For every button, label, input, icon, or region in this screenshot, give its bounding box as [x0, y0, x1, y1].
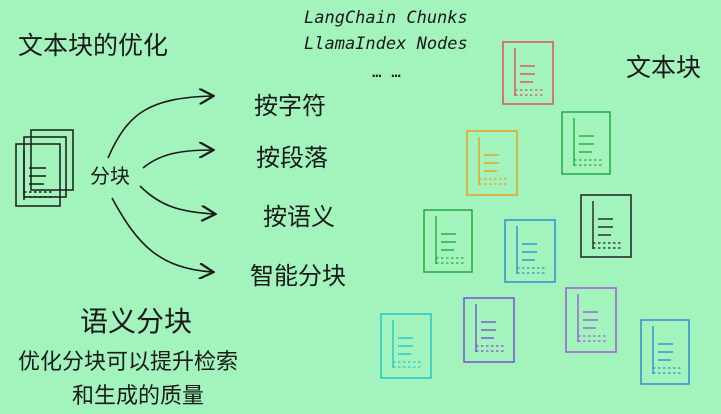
chunk-icon-blue-2 — [640, 319, 690, 385]
framework-langchain: LangChain Chunks — [304, 8, 468, 28]
chunk-icon-indigo — [463, 297, 515, 363]
semantic-chunking-title: 语义分块 — [80, 305, 193, 338]
method-smart-chunk: 智能分块 — [250, 262, 346, 290]
description-line-1: 优化分块可以提升检索 — [18, 350, 239, 375]
method-by-semantic: 按语义 — [263, 203, 335, 231]
chunk-icon-red — [502, 41, 554, 105]
page-title: 文本块的优化 — [18, 31, 169, 60]
chunk-icon-cyan — [380, 313, 432, 379]
framework-llamaindex: LlamaIndex Nodes — [304, 34, 468, 54]
chunk-icon-blue — [504, 219, 556, 283]
arrow-by-semantic — [139, 185, 214, 214]
chunk-icon-purple — [565, 287, 617, 353]
chunk-icon-green-2 — [423, 209, 473, 273]
method-by-paragraph: 按段落 — [256, 144, 328, 172]
arrow-smart-chunk — [111, 197, 212, 272]
chunk-icon-orange — [466, 130, 518, 196]
split-label: 分块 — [90, 164, 130, 188]
chunks-title: 文本块 — [626, 53, 702, 82]
arrow-by-character — [107, 96, 212, 159]
chunk-icon-green — [561, 111, 611, 175]
description-line-2: 和生成的质量 — [72, 384, 205, 409]
chunk-icon-black — [580, 194, 632, 258]
arrow-by-paragraph — [142, 150, 212, 169]
framework-ellipsis: … … — [372, 62, 401, 81]
method-by-character: 按字符 — [254, 92, 326, 120]
document-stack-icon — [15, 129, 74, 207]
